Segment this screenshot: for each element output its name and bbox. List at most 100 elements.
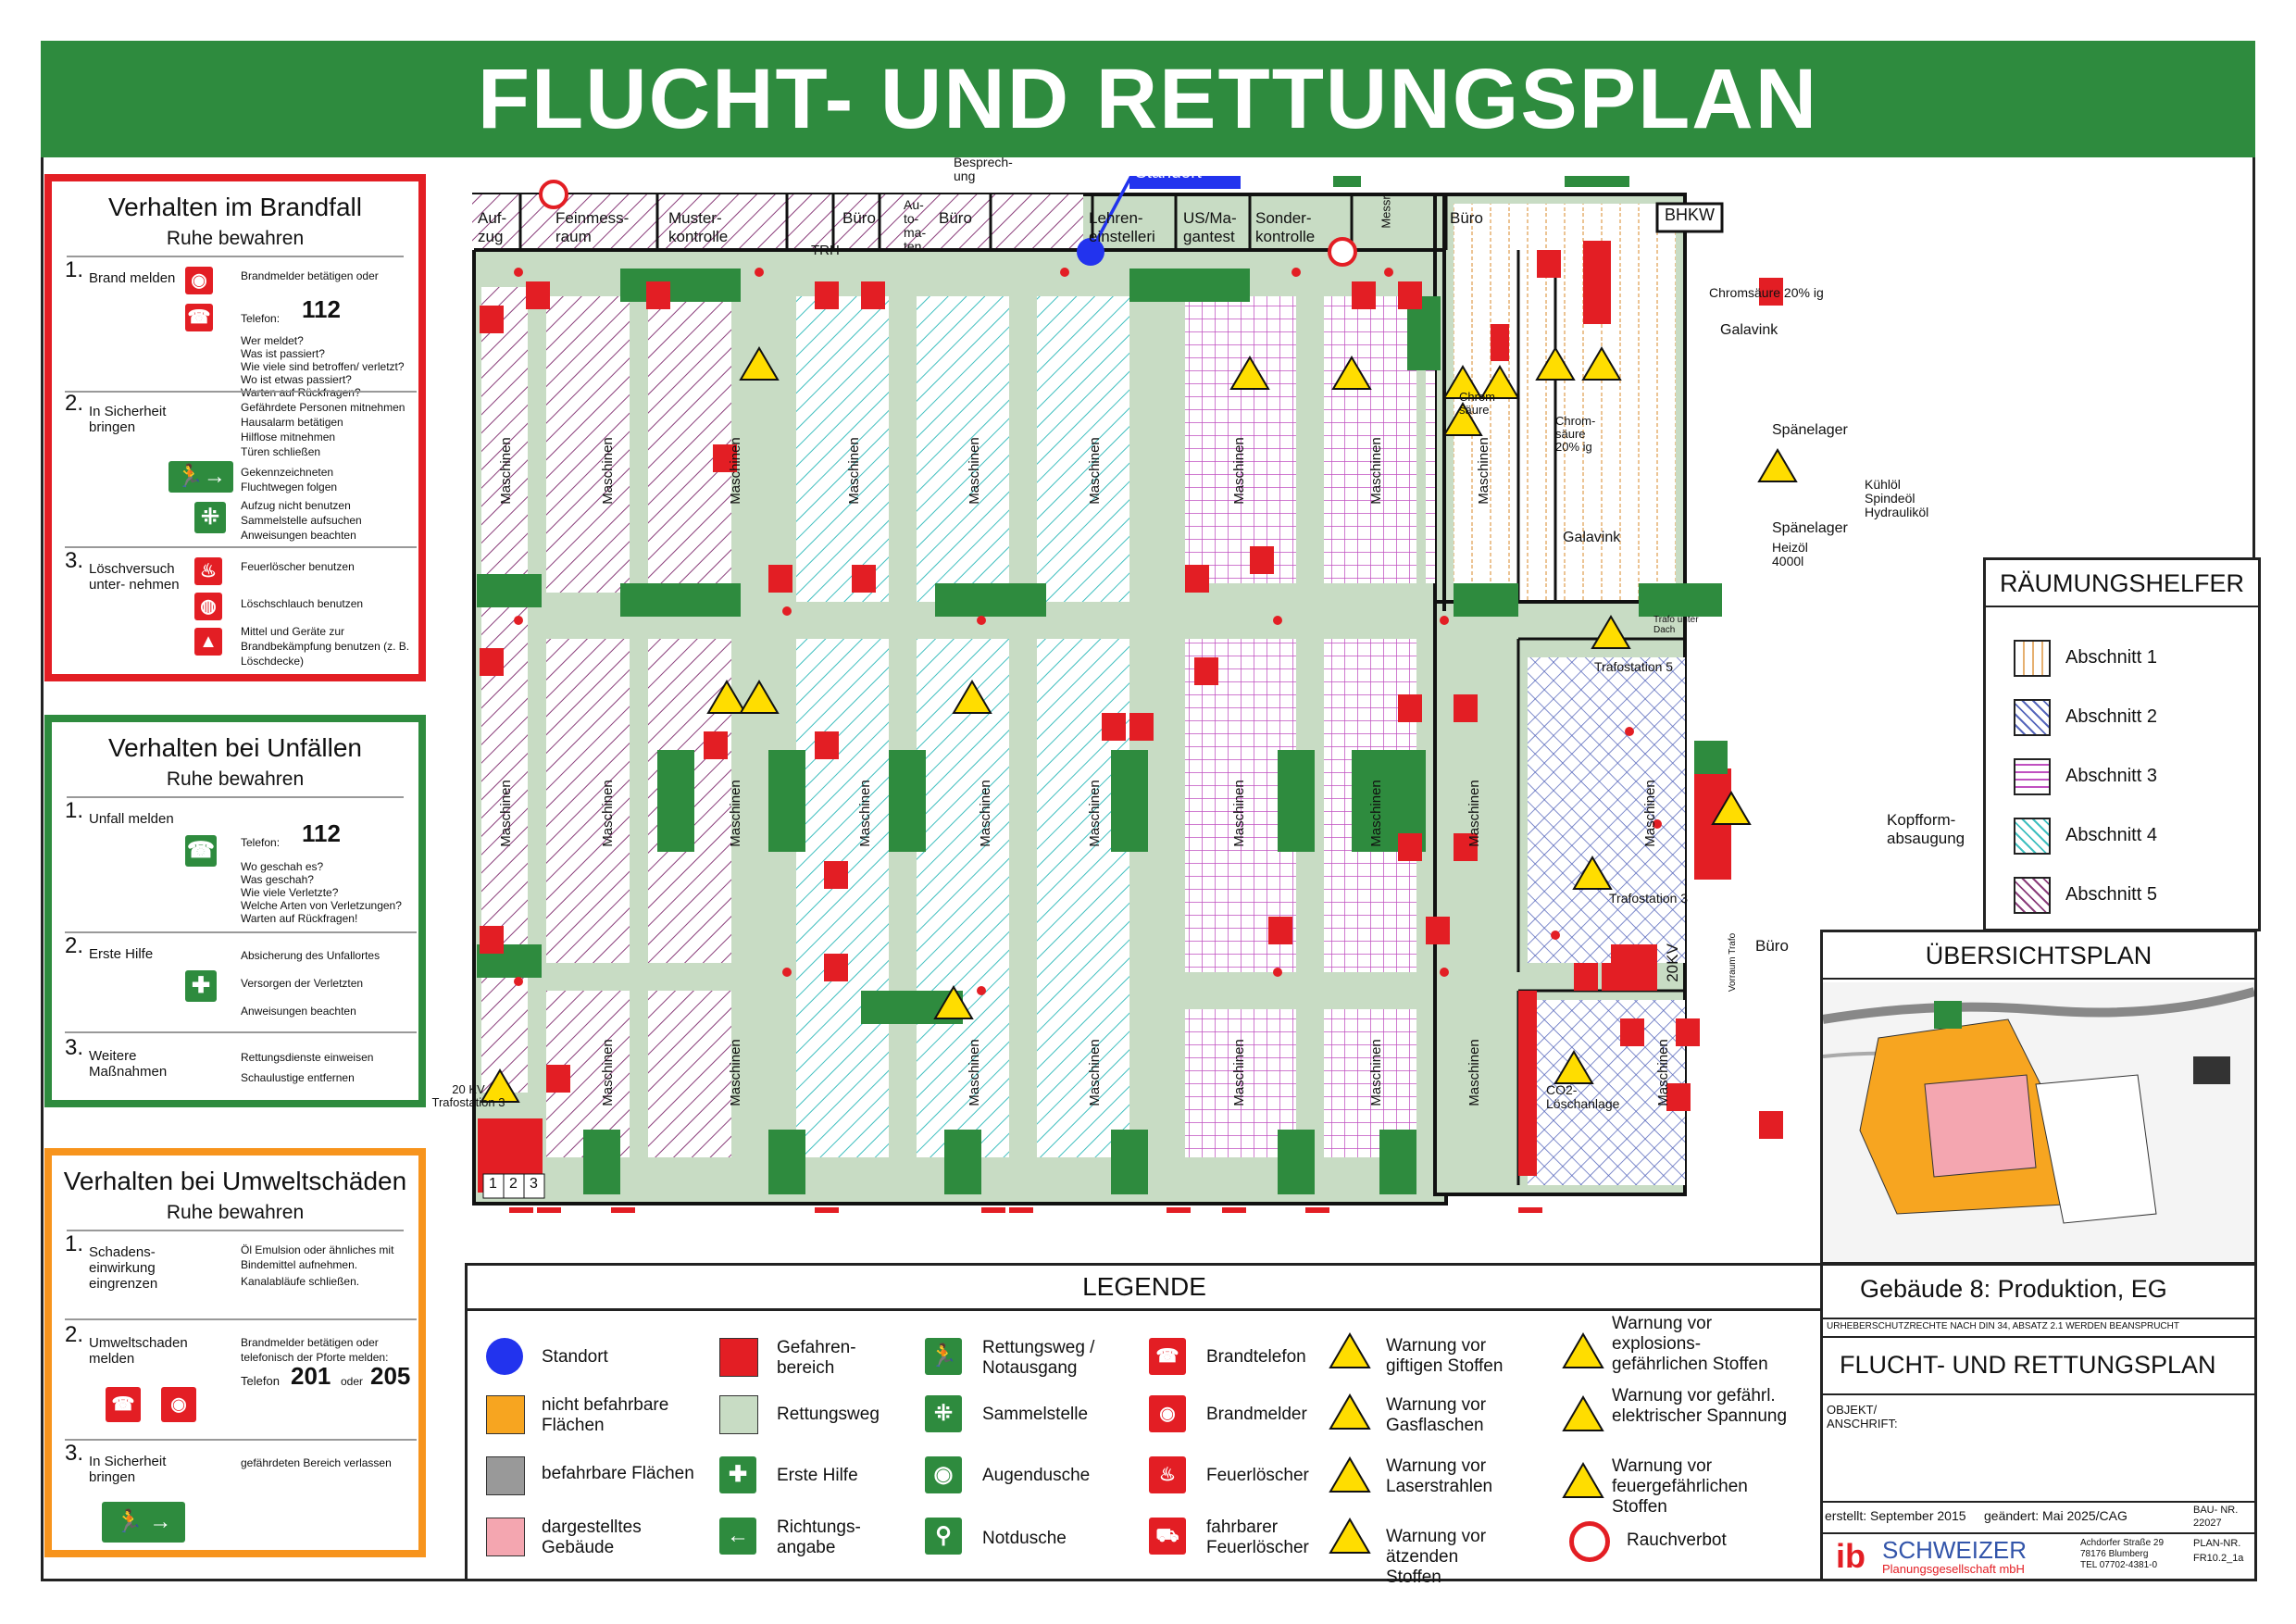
company-city: 78176 Blumberg <box>2080 1549 2149 1559</box>
maschinen-label: Maschinen <box>845 437 862 505</box>
legend-label: Warnung vor explosions- gefährlichen Sto… <box>1612 1314 1768 1374</box>
fire-alarm-icon: ◉ <box>185 267 213 294</box>
step-number: 1. <box>65 798 84 823</box>
flammable-warning-icon <box>1562 1462 1604 1498</box>
emergency-exit-icon: 🏃 <box>925 1338 962 1375</box>
maschinen-label: Maschinen <box>1641 780 1658 847</box>
eye-shower-icon: ◉ <box>925 1456 962 1493</box>
room-label-messraum: Messr. <box>1379 193 1393 229</box>
section-2-area <box>1528 657 1685 963</box>
maschinen-label: Maschinen <box>1086 437 1103 505</box>
step-text: oder <box>341 1375 364 1388</box>
first-aid-icon: ✚ <box>185 970 217 1002</box>
room-label-kuehloel-red: Kühlöl <box>1700 900 1744 918</box>
section-5-label: Abschnitt 5 <box>2065 884 2157 905</box>
emergency-telephone-icon: ☎ <box>185 835 217 867</box>
electric-warning-icon <box>1562 1395 1604 1431</box>
step-text: Hilflose mitnehmen <box>241 431 336 443</box>
maschinen-label: Maschinen <box>1654 1039 1671 1106</box>
step-text: gefährdeten Bereich verlassen <box>241 1456 392 1469</box>
fire-alarm-icon: ◉ <box>161 1387 196 1422</box>
room-label-kuehloel: Kühlöl Spindeöl Hydrauliköl <box>1865 477 1929 519</box>
raeumungshelfer-title: RÄUMUNGSHELFER <box>1986 569 2258 607</box>
accident-panel: Verhalten bei Unfällen Ruhe bewahren 1. … <box>44 715 426 1107</box>
divider <box>1823 1532 2254 1534</box>
fire-extinguisher-icon: ♨ <box>1149 1456 1186 1493</box>
section-1-swatch <box>2014 640 2051 677</box>
step-number: 1. <box>65 257 84 282</box>
room-label-besprechung: Besprech- ung <box>954 155 1013 183</box>
env-step-2: 2. Umweltschaden melden Brandmelder betä… <box>65 1324 417 1433</box>
room-label-buero-2: Büro <box>939 209 972 227</box>
fire-panel: Verhalten im Brandfall Ruhe bewahren 1. … <box>44 174 426 681</box>
building-swatch <box>486 1518 525 1556</box>
divider <box>65 1318 417 1320</box>
room-label-feinmessraum: Feinmess- raum <box>555 209 630 245</box>
danger-area <box>1583 241 1611 324</box>
legend-label: Augendusche <box>982 1466 1091 1485</box>
divider <box>1823 1336 2254 1338</box>
step-text: Mittel und Geräte zur Brandbekämpfung be… <box>241 625 410 668</box>
standort-icon <box>486 1338 523 1375</box>
bhkw-room <box>1655 202 1724 233</box>
section-5-area <box>648 991 731 1157</box>
maschinen-label: Maschinen <box>1475 437 1491 505</box>
section-3-area <box>1185 296 1296 583</box>
emergency-exit-icon: 🏃 → <box>102 1502 185 1543</box>
accident-step-1: 1. Unfall melden ☎ Telefon: 112 Wo gesch… <box>65 798 417 928</box>
explosive-warning-icon <box>1562 1332 1604 1368</box>
legend-label: Warnung vor giftigen Stoffen <box>1386 1336 1504 1376</box>
legend-label: Brandmelder <box>1206 1405 1307 1424</box>
step-text: Telefon <box>241 1374 280 1388</box>
no-smoking-icon <box>1569 1521 1610 1562</box>
fire-step-3: 3. Löschversuch unter- nehmen ♨ Feuerlös… <box>65 550 417 668</box>
step-text: Öl Emulsion oder ähnliches mit Bindemitt… <box>241 1243 394 1271</box>
step-number: 2. <box>65 933 84 958</box>
step-label: In Sicherheit bringen <box>89 404 167 435</box>
step-label: In Sicherheit bringen <box>89 1454 167 1485</box>
company-tel: TEL 07702-4381-0 <box>2080 1560 2158 1570</box>
room-label-buero-4: Büro <box>1755 937 1789 955</box>
emergency-exit-icon: 🏃→ <box>168 461 233 493</box>
room-label-chromsaeure-20: Chrom- säure 20% ig <box>1555 414 1596 454</box>
room-label-trafostation-3: Trafostation 3 <box>1609 891 1689 906</box>
maschinen-label: Maschinen <box>1086 1039 1103 1106</box>
maschinen-label: Maschinen <box>1230 437 1247 505</box>
wheeled-extinguisher-icon: ⛟ <box>1149 1518 1186 1555</box>
room-label-kopfformabsaugung: Kopfform- absaugung <box>1887 811 1965 847</box>
step-text: Anweisungen beachten <box>241 529 356 542</box>
overview-panel: ÜBERSICHTSPLAN <box>1820 930 2257 1265</box>
section-2-label: Abschnitt 2 <box>2065 706 2157 727</box>
fire-panel-title: Verhalten im Brandfall <box>108 193 362 221</box>
legend-label: Gefahren- bereich <box>777 1338 856 1378</box>
room-label-20kv: 20KV <box>1663 943 1681 982</box>
step-text: Sammelstelle aufsuchen <box>241 514 362 527</box>
standort-label-box <box>1129 176 1241 189</box>
room-label-aufzug: Auf- zug <box>478 209 507 245</box>
legend-panel: LEGENDE Standort nicht befahrbare Fläche… <box>465 1263 1824 1587</box>
divider <box>1823 1501 2254 1503</box>
step-text: Telefon: <box>241 836 281 849</box>
section-3-area <box>1426 296 1435 583</box>
eye-shower-icon <box>1565 176 1629 187</box>
section-5-area <box>546 296 630 593</box>
env-panel-subtitle: Ruhe bewahren <box>67 1202 404 1231</box>
number-label-3: 3 <box>530 1176 538 1192</box>
section-2-swatch <box>2014 699 2051 736</box>
legend-label: Notdusche <box>982 1529 1067 1548</box>
maschinen-label: Maschinen <box>1230 780 1247 847</box>
legend-label: Sammelstelle <box>982 1405 1089 1424</box>
room-label-trafo-unter-dach: Trafo unter Dach <box>1653 615 1699 635</box>
first-aid-icon: ✚ <box>719 1456 756 1493</box>
maschinen-label: Maschinen <box>727 780 743 847</box>
step-text: Gefährdete Personen mitnehmen <box>241 401 406 414</box>
room-label-musterkontrolle: Muster- kontrolle <box>668 209 729 245</box>
step-label: Löschversuch unter- nehmen <box>89 561 180 593</box>
section-4-area <box>917 296 1009 602</box>
legend-label: Standort <box>542 1347 608 1367</box>
accident-step-3: 3. Weitere Maßnahmen Rettungsdienste ein… <box>65 1037 417 1100</box>
step-text: Wo geschah es? <box>241 860 324 873</box>
step-number: 1. <box>65 1231 84 1256</box>
room-label-spaenelager-1: Spänelager <box>1772 422 1848 438</box>
standort-marker <box>1077 238 1104 266</box>
